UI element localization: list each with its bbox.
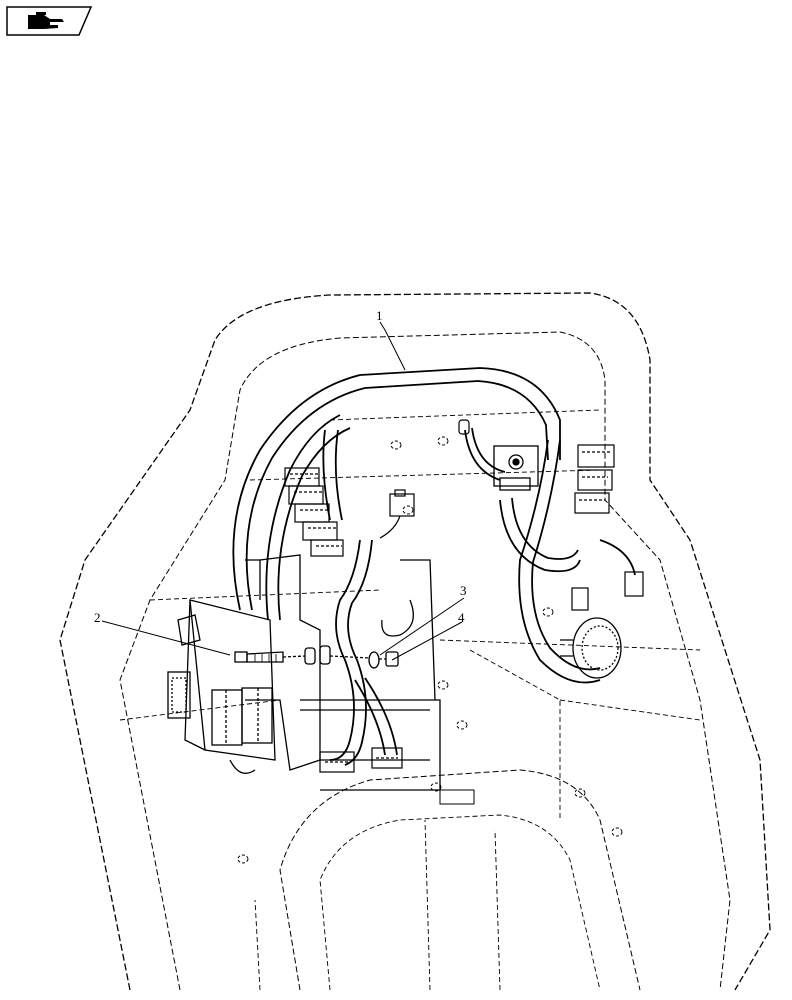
wiring-harness bbox=[232, 367, 636, 766]
floor-outline bbox=[59, 292, 771, 991]
nut-item-4 bbox=[379, 651, 399, 667]
connector-stack-left bbox=[284, 467, 344, 557]
pointing-hand-icon bbox=[28, 12, 64, 29]
plug-connectors bbox=[458, 419, 644, 611]
floor-inner-outline bbox=[119, 331, 731, 991]
callout-4: 4 bbox=[458, 610, 465, 625]
relay-block bbox=[493, 445, 539, 491]
switch-bracket bbox=[245, 554, 441, 791]
round-connector bbox=[560, 617, 622, 679]
mounting-holes bbox=[237, 436, 623, 864]
tunnel-inner bbox=[319, 814, 601, 991]
screw-item-2 bbox=[234, 645, 331, 665]
switch-body bbox=[167, 599, 276, 774]
callout-3: 3 bbox=[460, 583, 467, 598]
bottom-connectors bbox=[319, 747, 403, 773]
connector-stack-right bbox=[574, 444, 615, 514]
navigation-badge[interactable] bbox=[6, 6, 92, 36]
callout-1: 1 bbox=[376, 308, 383, 323]
callout-2: 2 bbox=[94, 610, 101, 625]
washer-item-3 bbox=[329, 651, 380, 669]
leader-lines bbox=[101, 321, 465, 661]
connector-top-center bbox=[379, 489, 415, 539]
center-tunnel bbox=[279, 769, 641, 991]
